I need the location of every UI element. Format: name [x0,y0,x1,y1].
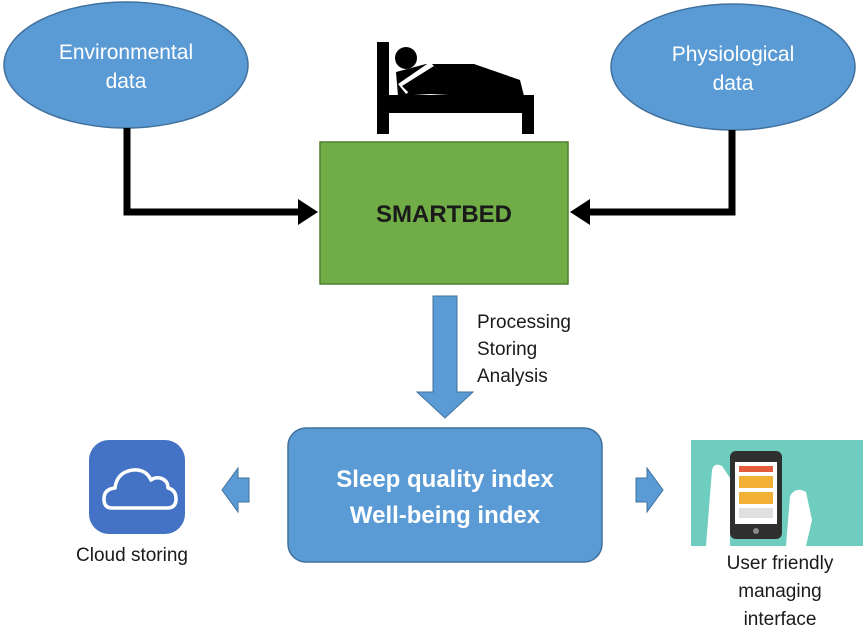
interface-label-line1: User friendly [727,553,834,574]
bed-person-icon [377,42,534,134]
to-interface-arrow [635,466,664,514]
environmental-data-node: Environmental data [3,1,249,129]
cloud-storing-label: Cloud storing [76,545,188,566]
process-step-processing: Processing [477,312,571,333]
smartphone-hand-icon [691,440,863,546]
smartbed-label: SMARTBED [376,201,512,228]
physiological-data-line2: data [713,72,754,95]
physiological-data-node: Physiological data [610,3,856,131]
interface-label-line3: interface [744,609,817,630]
process-steps: Processing Storing Analysis [477,312,571,387]
environmental-to-smartbed-arrow [123,128,318,225]
environmental-data-line1: Environmental [59,41,193,64]
smartbed-node: SMARTBED [319,141,569,285]
processing-down-arrow [415,295,475,419]
to-cloud-arrow [221,466,250,514]
process-step-analysis: Analysis [477,366,548,387]
physiological-data-line1: Physiological [672,43,795,66]
environmental-data-line2: data [106,70,147,93]
indices-node: Sleep quality index Well-being index [287,427,603,563]
interface-label-line2: managing [738,581,821,602]
well-being-index-label: Well-being index [350,502,541,529]
physiological-to-smartbed-arrow [570,130,736,225]
process-step-storing: Storing [477,339,537,360]
sleep-quality-index-label: Sleep quality index [336,466,554,493]
cloud-icon [89,440,185,534]
